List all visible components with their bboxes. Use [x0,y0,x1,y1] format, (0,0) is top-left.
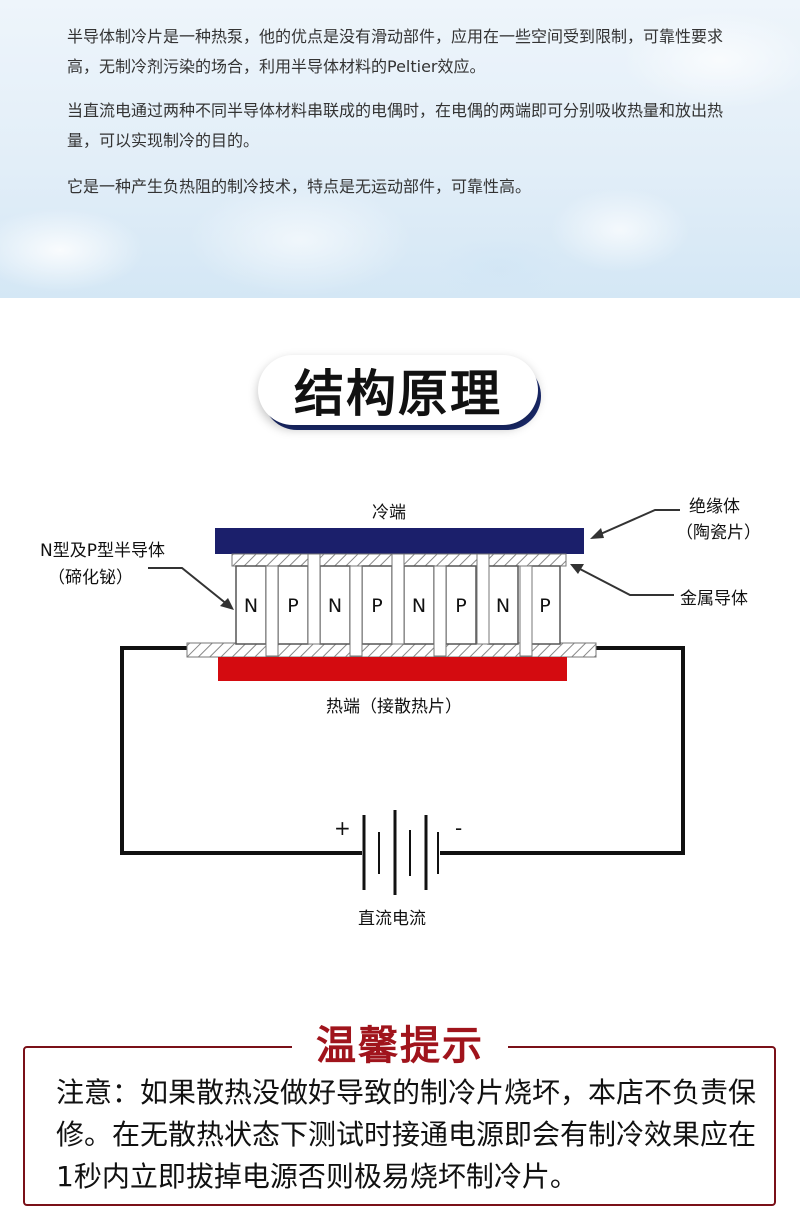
intro-paragraph-2: 当直流电通过两种不同半导体材料串联成的电偶时，在电偶的两端即可分别吸收热量和放出… [67,101,724,150]
semiconductor-leg-n [235,565,267,645]
hot-plate [218,657,567,681]
hot-end-label: 热端（接散热片） [326,697,462,717]
semiconductor-leg-label: P [455,595,466,617]
intro-section: 半导体制冷片是一种热泵，他的优点是没有滑动部件，应用在一些空间受到限制，可靠性要… [0,0,800,298]
battery-icon [362,810,439,895]
minus-sign: - [455,816,463,840]
semiconductor-leg-label: N [496,595,510,617]
separator-posts [265,553,533,657]
dc-current-label: 直流电流 [358,909,426,929]
intro-paragraph-3: 它是一种产生负热阻的制冷技术，特点是无运动部件，可靠性高。 [67,177,532,196]
insulator-sub-label: （陶瓷片） [676,523,761,543]
arrow-metal-conductor [570,564,674,596]
semiconductor-leg-n [319,565,351,645]
notice-text: 注意：如果散热没做好导致的制冷片烧坏，本店不负责保修。在无散热状态下测试时接通电… [56,1076,757,1193]
peltier-diagram: N P N P N P N P 冷端 绝缘体 （陶瓷片） N型及P型半导体 （碲化铋） 金属导… [0,470,800,950]
circuit-wire [120,646,362,855]
arrow-insulator [590,509,680,539]
semiconductor-leg-n [487,565,519,645]
semiconductor-label: N型及P型半导体 [40,541,165,561]
semiconductor-leg-label: P [287,595,298,617]
intro-paragraph-1: 半导体制冷片是一种热泵，他的优点是没有滑动部件，应用在一些空间受到限制，可靠性要… [67,27,724,76]
plus-sign: + [334,816,351,840]
section-title: 结构原理 [294,365,502,423]
arrow-semiconductor [148,567,234,610]
semiconductor-leg-label: N [328,595,342,617]
semiconductor-leg-label: P [539,595,550,617]
semiconductor-leg-label: P [371,595,382,617]
notice-title-wrap: 温馨提示 [0,1018,800,1074]
cold-end-label: 冷端 [372,503,406,523]
section-title-pill: 结构原理 [258,355,538,425]
insulator-label: 绝缘体 [689,497,740,517]
semiconductor-leg-p [361,565,393,645]
semiconductor-leg-label: N [244,595,258,617]
semiconductor-leg-p [277,565,309,645]
metal-conductor-label: 金属导体 [680,589,748,609]
metal-strip-bottom [186,642,597,658]
semiconductor-leg-label: N [412,595,426,617]
circuit-wire-right [440,646,685,855]
notice-title: 温馨提示 [292,1018,508,1074]
cold-plate [215,528,584,554]
semiconductor-sub-label: （碲化铋） [48,568,133,588]
